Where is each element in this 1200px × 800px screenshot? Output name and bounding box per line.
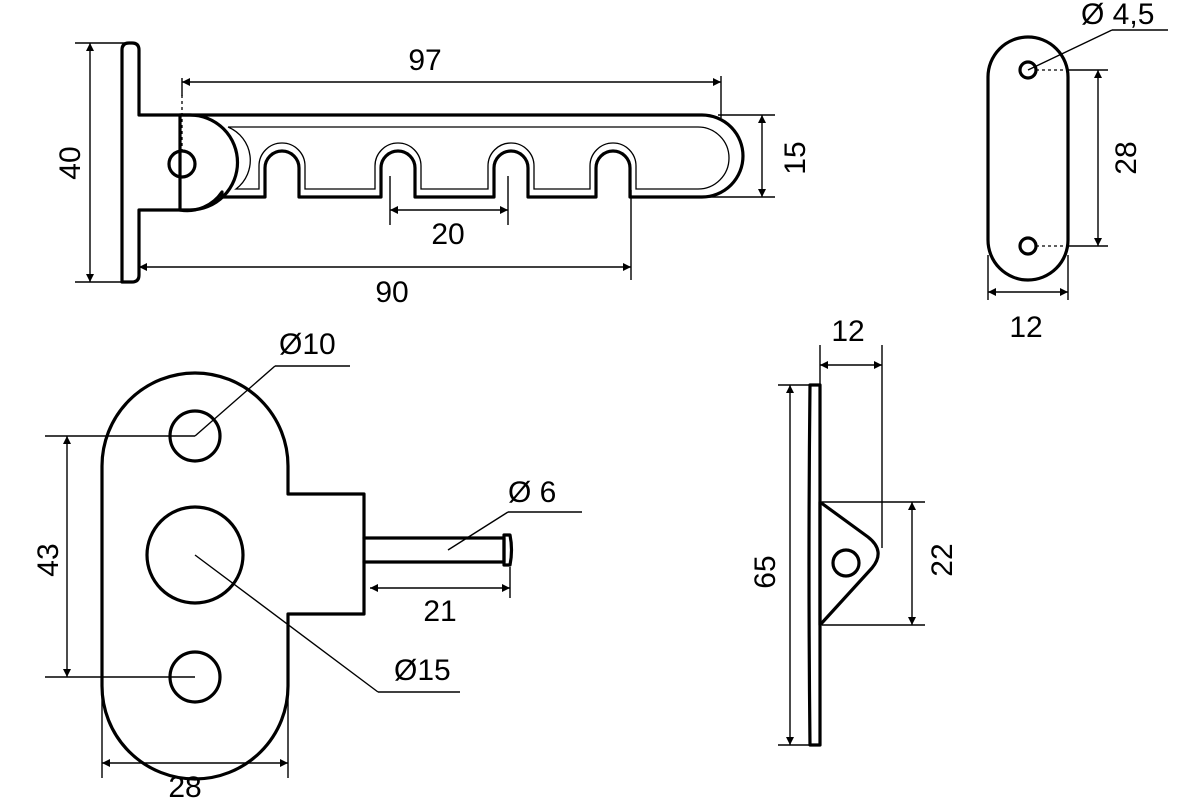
stay-arm-view: 97 40 15 20 90 xyxy=(54,41,812,309)
dim-mount-width: 28 xyxy=(168,771,201,800)
dim-pin-diameter: Ø 6 xyxy=(508,476,556,509)
notched-arm xyxy=(178,113,745,213)
mounting-plate-view: Ø10 Ø 6 Ø15 43 21 28 xyxy=(32,328,582,800)
plate-hole-bottom xyxy=(1018,236,1038,256)
oblong-plate-view: Ø 4,5 28 12 xyxy=(986,0,1168,344)
arm-groove xyxy=(227,126,730,190)
dim-bracket-height: 40 xyxy=(54,146,87,179)
center-boss xyxy=(145,505,245,605)
bracket-eye xyxy=(818,500,880,627)
dim-arm-length-total: 97 xyxy=(408,44,441,77)
pin-head xyxy=(502,533,514,567)
dim-pin-length: 21 xyxy=(423,595,456,628)
dim-bracket-depth: 12 xyxy=(831,315,864,348)
eye-hole xyxy=(831,548,861,578)
side-bracket-view: 12 65 22 xyxy=(749,315,959,747)
pivot-hole xyxy=(167,149,197,179)
dim-plate-hole-spacing: 28 xyxy=(1110,141,1143,174)
dim-bracket-length: 65 xyxy=(749,555,782,588)
dim-mount-hole-spacing: 43 xyxy=(32,543,65,576)
dim-arm-width: 15 xyxy=(779,141,812,174)
mounting-plate xyxy=(100,371,366,781)
base-flange xyxy=(120,41,182,284)
dim-center-boss-diameter: Ø15 xyxy=(394,654,451,687)
dim-eye-height: 22 xyxy=(926,543,959,576)
hinge-boss xyxy=(178,113,240,212)
dim-notch-pitch: 20 xyxy=(431,218,464,251)
dim-plate-width: 12 xyxy=(1009,311,1042,344)
oblong-plate xyxy=(986,35,1070,282)
dim-last-notch-distance: 90 xyxy=(375,276,408,309)
dim-mount-hole-diameter: Ø10 xyxy=(279,328,336,361)
dim-plate-hole-diameter: Ø 4,5 xyxy=(1081,0,1154,31)
pin xyxy=(362,536,506,564)
bracket-plate xyxy=(807,383,822,747)
